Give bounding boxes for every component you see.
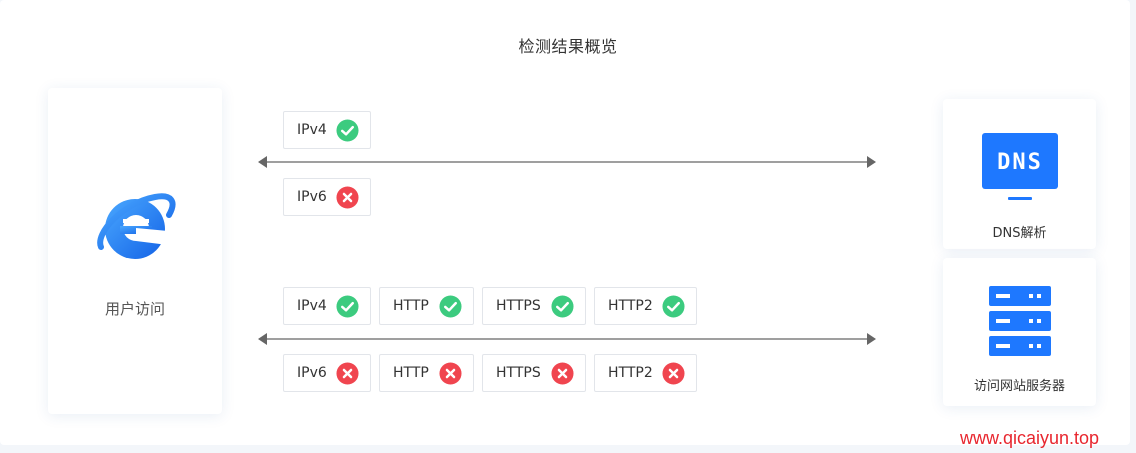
status-tag-server-https: HTTPS — [482, 354, 586, 392]
status-tag-server-http2: HTTP2 — [594, 287, 697, 325]
dns-resolution-label: DNS解析 — [992, 226, 1047, 241]
status-tag-server-https: HTTPS — [482, 287, 586, 325]
x-circle-icon — [336, 186, 359, 209]
status-tag-server-ipv4: IPv4 — [283, 287, 371, 325]
x-circle-icon — [551, 362, 574, 385]
dns-connection-arrow — [258, 156, 876, 168]
status-tag-server-http2: HTTP2 — [594, 354, 697, 392]
dns-monitor-icon: DNS — [982, 133, 1058, 200]
page-title: 检测结果概览 — [518, 37, 618, 56]
web-server-card: 访问网站服务器 — [943, 258, 1096, 406]
status-tag-label: HTTP — [393, 298, 429, 314]
user-access-label: 用户访问 — [104, 300, 165, 318]
check-circle-icon — [336, 119, 359, 142]
status-tag-label: HTTP2 — [608, 298, 653, 314]
status-tag-label: HTTP2 — [608, 365, 653, 381]
status-tag-label: HTTPS — [496, 365, 541, 381]
dns-resolution-card: DNS DNS解析 — [943, 99, 1096, 249]
watermark: www.qicaiyun.top — [960, 428, 1100, 448]
check-circle-icon — [662, 295, 685, 318]
x-circle-icon — [439, 362, 462, 385]
user-access-card: 用户访问 — [48, 88, 222, 414]
web-server-label: 访问网站服务器 — [973, 379, 1065, 394]
status-tag-dns-ipv6: IPv6 — [283, 178, 371, 216]
check-circle-icon — [551, 295, 574, 318]
check-circle-icon — [439, 295, 462, 318]
status-tag-server-http: HTTP — [379, 287, 474, 325]
status-tag-dns-ipv4: IPv4 — [283, 111, 371, 149]
server-rack-icon — [989, 286, 1051, 356]
server-connection-arrow — [258, 333, 876, 345]
status-tag-label: IPv6 — [297, 365, 327, 381]
check-circle-icon — [336, 295, 359, 318]
status-tag-label: HTTPS — [496, 298, 541, 314]
internet-explorer-icon — [97, 193, 176, 259]
x-circle-icon — [662, 362, 685, 385]
status-tag-label: HTTP — [393, 365, 429, 381]
dns-icon-text: DNS — [997, 150, 1043, 175]
status-tag-label: IPv4 — [297, 122, 327, 138]
status-tag-server-http: HTTP — [379, 354, 474, 392]
status-tag-server-ipv6: IPv6 — [283, 354, 371, 392]
status-tag-label: IPv6 — [297, 189, 327, 205]
x-circle-icon — [336, 362, 359, 385]
status-tag-label: IPv4 — [297, 298, 327, 314]
